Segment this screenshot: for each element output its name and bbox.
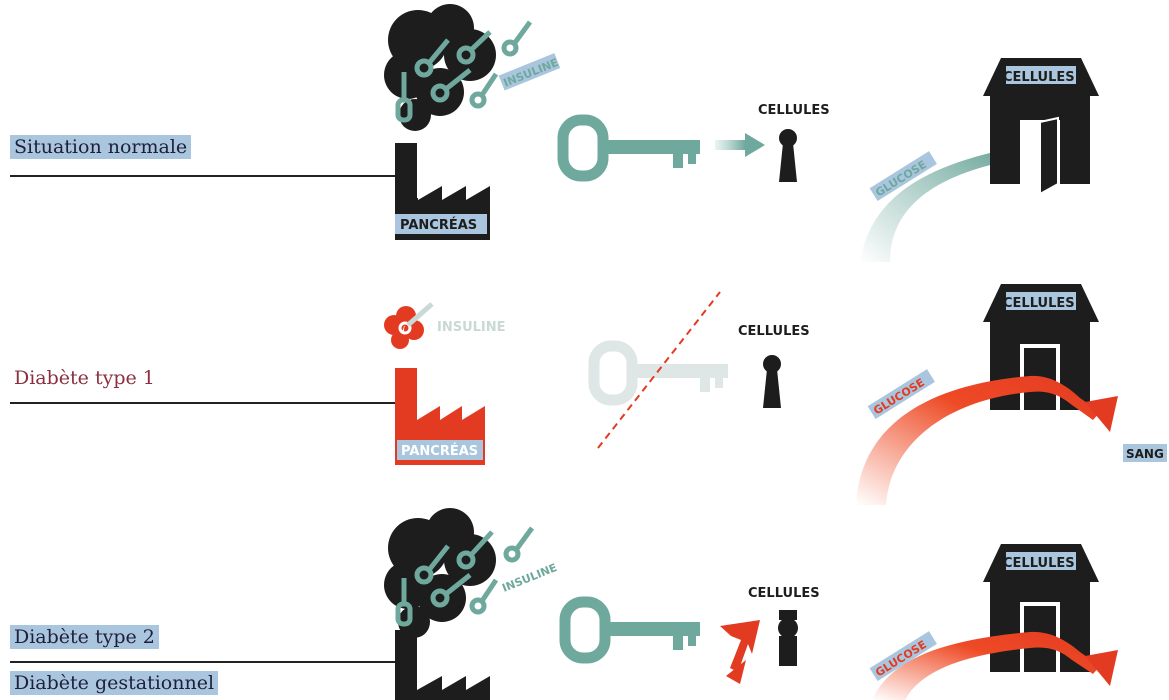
- door-icon: [1040, 118, 1058, 194]
- svg-text:CELLULES: CELLULES: [1003, 296, 1075, 311]
- key-icon: [594, 346, 728, 400]
- arrow-icon: [720, 620, 760, 684]
- house-type1: CELLULES GLUCOSE SANG: [856, 284, 1167, 505]
- key-type1-faded: CELLULES: [594, 292, 810, 448]
- insuline-label-type2: INSULINE: [500, 561, 559, 595]
- sang-label: SANG: [1126, 447, 1164, 461]
- smoke-cloud-icon: [384, 304, 432, 349]
- pancreas-type1: INSULINE PANCRÉAS: [384, 304, 506, 465]
- cellules-label-type2: CELLULES: [748, 586, 820, 601]
- house-icon: CELLULES: [983, 544, 1099, 672]
- cellules-label-normal: CELLULES: [758, 103, 830, 118]
- key-icon: [563, 120, 700, 176]
- keyhole-icon: [763, 355, 781, 408]
- pancreas-type2: INSULINE: [384, 508, 559, 700]
- svg-text:CELLULES: CELLULES: [1003, 70, 1075, 85]
- factory-icon: PANCRÉAS: [395, 143, 490, 240]
- house-icon: CELLULES: [983, 58, 1099, 194]
- svg-text:CELLULES: CELLULES: [1003, 556, 1075, 571]
- insuline-label-type1: INSULINE: [437, 320, 506, 335]
- arrow-icon: [715, 133, 765, 157]
- house-type2: CELLULES GLUCOSE: [870, 544, 1118, 700]
- svg-text:PANCRÉAS: PANCRÉAS: [401, 443, 478, 459]
- key-normal: CELLULES: [563, 103, 830, 182]
- factory-icon: PANCRÉAS: [395, 368, 485, 465]
- key-type2: CELLULES: [565, 586, 820, 684]
- smoke-cloud-icon: [384, 508, 496, 638]
- keyhole-icon: [778, 610, 798, 666]
- key-icon: [565, 602, 700, 658]
- cellules-label-type1: CELLULES: [738, 324, 810, 339]
- house-normal: GLUCOSE CELLULES: [860, 58, 1099, 262]
- keyhole-icon: [779, 129, 797, 182]
- insuline-tag: INSULINE: [499, 53, 561, 90]
- smoke-cloud-icon: [384, 4, 496, 131]
- pancreas-normal: INSULINE PANCRÉAS: [384, 4, 560, 240]
- svg-text:PANCRÉAS: PANCRÉAS: [400, 217, 477, 233]
- factory-icon: [395, 630, 490, 700]
